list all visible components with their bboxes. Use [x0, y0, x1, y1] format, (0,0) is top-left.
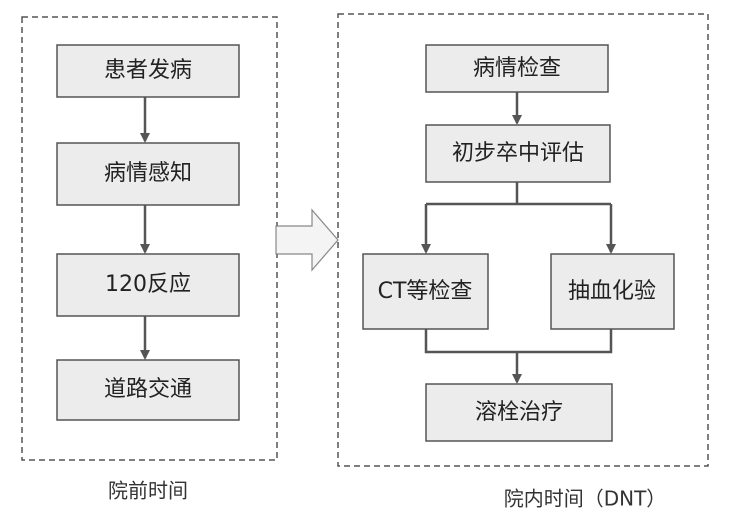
in-check-box: 病情检查: [425, 44, 609, 93]
pre-step-2: 病情感知: [56, 142, 240, 206]
in-ct-label: CT等检查: [378, 279, 473, 304]
pre-step-1-label: 患者发病: [104, 58, 192, 83]
in-split-connector: [426, 182, 611, 206]
in-hospital-caption: 院内时间（DNT）: [504, 487, 667, 511]
in-merge-connector: [424, 329, 613, 354]
pre-step-4: 道路交通: [56, 359, 240, 421]
in-assess-label: 初步卒中评估: [452, 141, 584, 166]
in-hospital-container: [337, 13, 709, 467]
pre-hospital-container: [21, 16, 278, 461]
pre-step-4-label: 道路交通: [104, 377, 192, 402]
pre-step-2-label: 病情感知: [104, 161, 192, 186]
in-assess-box: 初步卒中评估: [425, 124, 611, 183]
in-treatment-label: 溶栓治疗: [475, 400, 563, 425]
in-blood-label: 抽血化验: [568, 279, 656, 304]
in-ct-box: CT等检查: [362, 253, 489, 330]
pre-step-1: 患者发病: [56, 44, 240, 98]
in-check-label: 病情检查: [473, 56, 561, 81]
in-blood-box: 抽血化验: [550, 253, 675, 330]
transition-arrow: [275, 208, 339, 272]
pre-step-3: 120反应: [56, 253, 240, 317]
pre-hospital-caption: 院前时间: [108, 479, 188, 503]
pre-step-3-label: 120反应: [105, 272, 191, 297]
in-treatment-box: 溶栓治疗: [425, 383, 613, 442]
